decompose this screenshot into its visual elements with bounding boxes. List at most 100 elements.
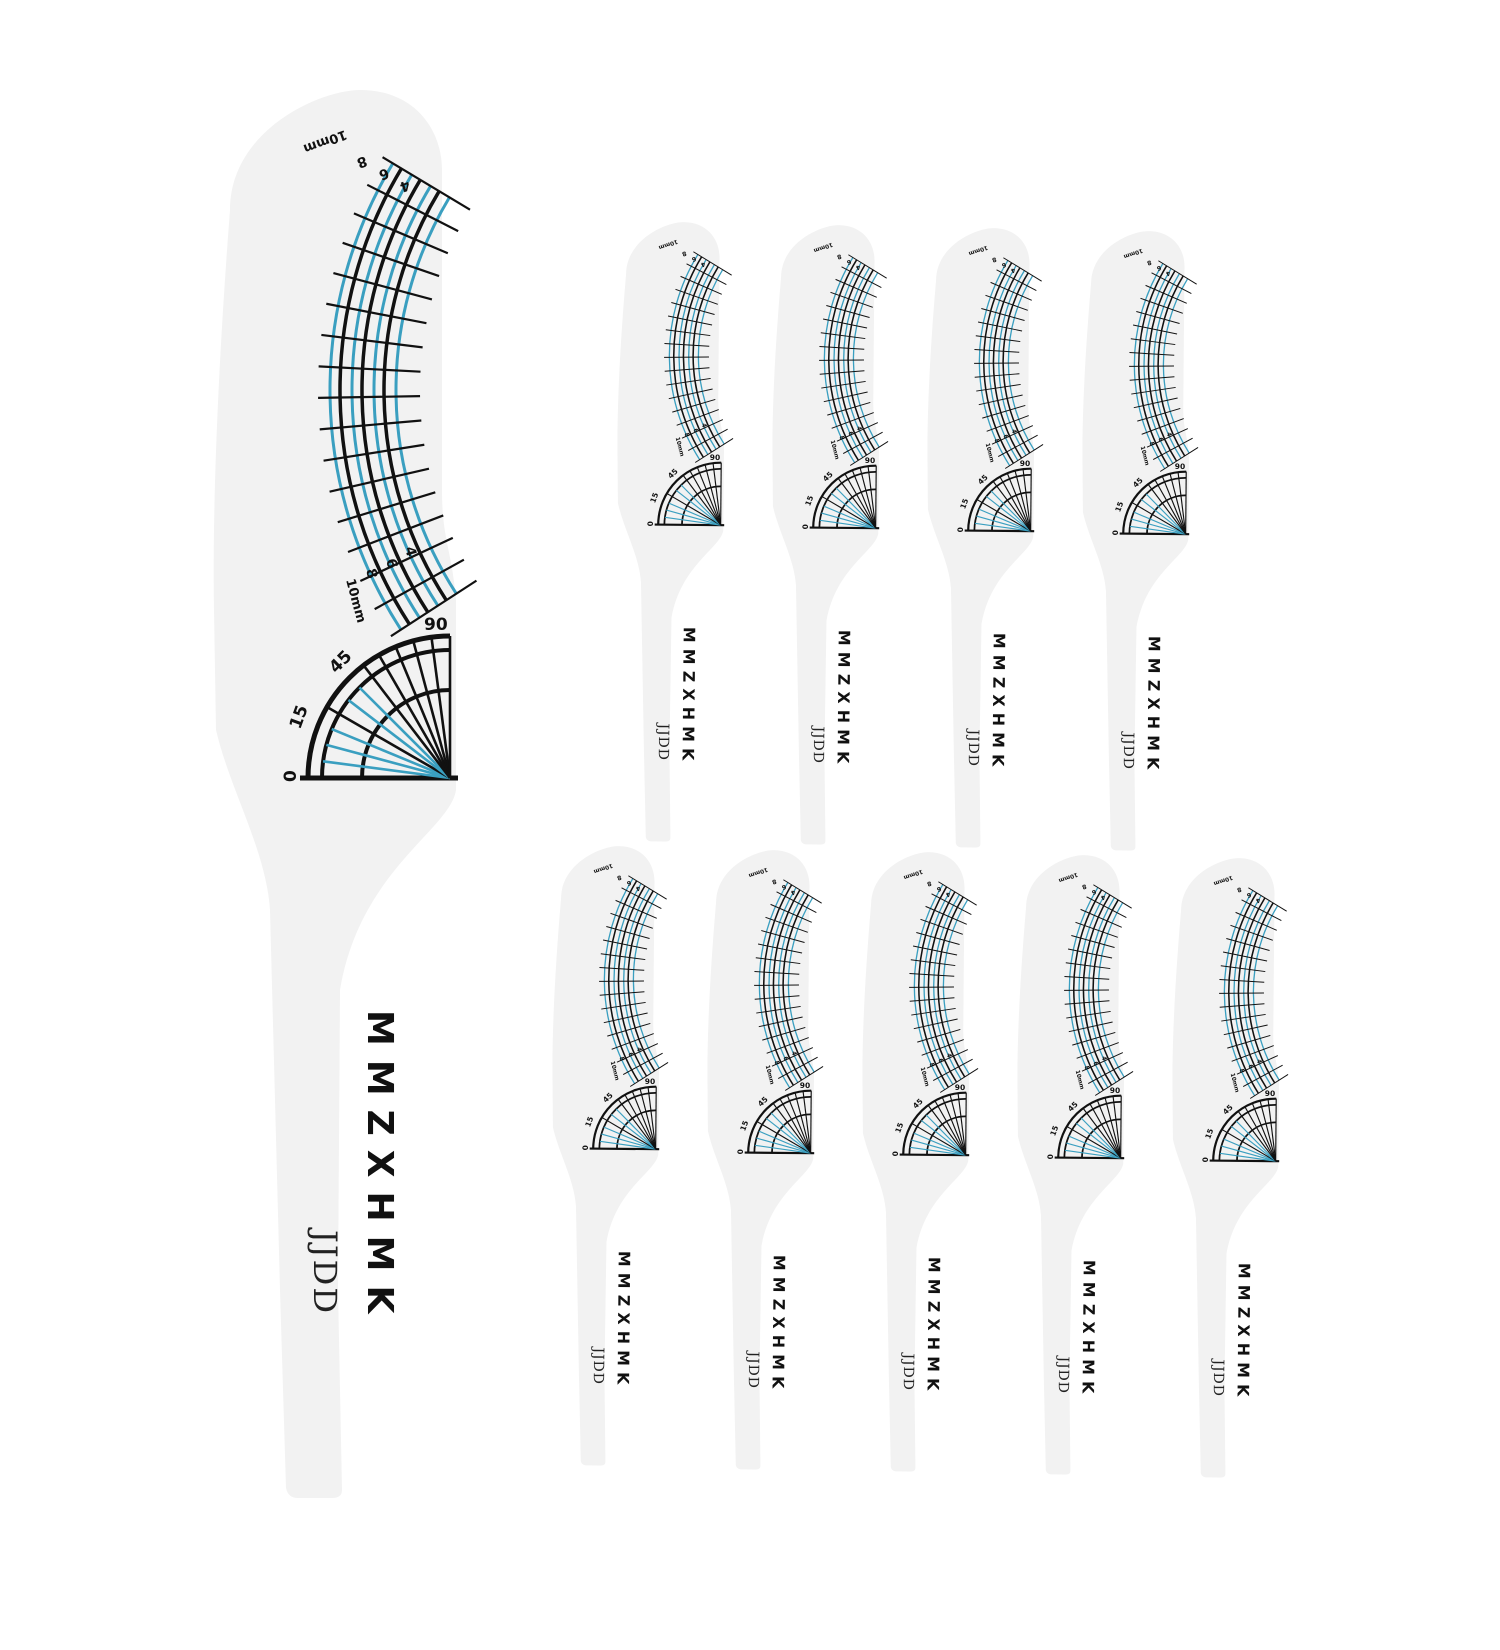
ruler-tick — [1065, 962, 1111, 970]
protractor-arc — [747, 1089, 812, 1153]
ruler-tick — [1004, 444, 1044, 469]
tool-body — [617, 222, 724, 842]
protractor-ray — [1275, 1098, 1277, 1162]
protractor-ray — [754, 1144, 811, 1154]
protractor-label: 15 — [1048, 1124, 1060, 1137]
ruler-label: 4 — [945, 890, 951, 898]
ruler-tick — [599, 967, 645, 971]
ruler-label: 4 — [1010, 429, 1018, 435]
ruler-tick — [1131, 386, 1176, 395]
protractor-ray — [1223, 1138, 1276, 1162]
protractor-ray — [1096, 1100, 1122, 1159]
ruler-tick — [1137, 407, 1181, 422]
ruler-label: 6 — [1091, 888, 1097, 896]
ruler-tick — [667, 315, 713, 326]
ruler-tick — [668, 388, 713, 400]
ruler-tick — [761, 930, 805, 943]
ruler-tick — [1227, 1034, 1271, 1049]
ruler-tick — [1158, 260, 1197, 285]
ruler-tick — [975, 335, 1021, 343]
protractor-label: 15 — [958, 497, 970, 510]
protractor-ray — [1244, 1106, 1277, 1162]
protractor-ray — [1230, 1126, 1277, 1162]
ruler-tick — [1146, 428, 1189, 448]
ruler-tick — [841, 266, 882, 288]
protractor-ray — [631, 1091, 657, 1150]
brand-subtext: JJDD — [965, 727, 981, 766]
ruler-tick — [848, 254, 887, 279]
protractor-ray — [949, 1094, 967, 1156]
ruler-label: 6 — [1246, 891, 1252, 899]
ruler-tick — [909, 986, 954, 988]
protractor-ray — [680, 484, 722, 526]
protractor-ray — [1235, 1120, 1277, 1162]
ruler-tick — [822, 318, 868, 329]
ruler-tick — [366, 183, 459, 233]
protractor-ray — [1131, 501, 1186, 535]
ruler-tick — [672, 398, 716, 413]
ruler-tick — [374, 558, 465, 611]
ruler-tick — [318, 395, 421, 399]
protractor-ray — [1145, 493, 1187, 535]
protractor-ray — [1123, 533, 1186, 535]
protractor-ray — [601, 1116, 656, 1150]
protractor-ray — [1129, 525, 1186, 535]
protractor-ray — [770, 1112, 812, 1154]
ruler-tick — [1093, 884, 1132, 909]
ruler-label: 4 — [1010, 266, 1016, 274]
ruler-tick — [680, 275, 722, 295]
ruler-tick — [821, 380, 866, 389]
brand-subtext: JJDD — [590, 1345, 606, 1384]
ruler-tick — [676, 409, 719, 426]
ruler-tick — [974, 373, 1020, 378]
ruler-tick — [911, 1007, 956, 1016]
protractor-arc — [1122, 470, 1187, 534]
protractor-ray — [802, 1091, 812, 1154]
ruler-tick — [686, 263, 727, 285]
protractor-ray — [909, 1146, 966, 1156]
protractor-ray — [1064, 1149, 1121, 1159]
ruler-label: 8 — [1083, 1065, 1091, 1071]
ruler-tick — [390, 579, 478, 638]
ruler-tick — [347, 514, 444, 554]
protractor-ray — [925, 1114, 967, 1156]
ruler-tick — [1066, 1010, 1111, 1019]
ruler-label: 6 — [691, 255, 697, 263]
protractor-label: 0 — [1111, 530, 1120, 535]
protractor-ray — [682, 474, 722, 526]
protractor-ray — [326, 705, 451, 780]
ruler-label: 4 — [635, 884, 641, 892]
protractor-ray — [696, 467, 722, 526]
ruler-tick — [754, 971, 800, 975]
protractor-arc — [657, 461, 722, 525]
ruler-tick — [1064, 989, 1109, 991]
ruler-tick — [757, 943, 803, 954]
ruler-label: 6 — [781, 1056, 789, 1062]
ruler-tick — [1241, 899, 1282, 921]
ruler-tick — [318, 365, 421, 373]
ruler-tick — [836, 422, 879, 442]
protractor-ray — [1221, 1145, 1276, 1162]
tool-body — [862, 852, 969, 1472]
ruler-tick — [982, 404, 1026, 419]
ruler-tick — [762, 1026, 806, 1041]
tool-body — [213, 90, 456, 1498]
ruler-label: 6 — [626, 1052, 634, 1058]
ruler-tick — [329, 467, 430, 493]
ruler-tick — [323, 443, 425, 462]
protractor-ray — [756, 1137, 811, 1154]
protractor-ray — [968, 530, 1031, 532]
ruler-tick — [820, 332, 866, 340]
ruler-tick — [1236, 1055, 1279, 1075]
protractor-ray — [1219, 1152, 1276, 1162]
protractor-ray — [867, 466, 877, 529]
ruler-tick — [917, 1028, 961, 1043]
ruler-tick — [765, 916, 808, 933]
